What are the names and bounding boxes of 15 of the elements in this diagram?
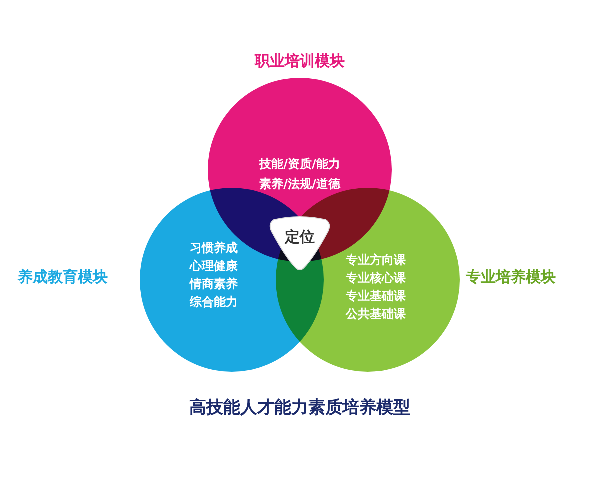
list-item: 技能/资质/能力 [258,156,342,173]
list-item: 专业核心课 [346,270,406,287]
list-item: 综合能力 [190,294,238,311]
list-item: 情商素养 [190,276,238,293]
module-title: 专业培养模块 [466,268,557,287]
centre-label: 定位 [284,228,316,247]
diagram-caption: 高技能人才能力素质培养模型 [188,397,412,419]
list-item: 心理健康 [190,258,238,275]
list-item: 习惯养成 [190,240,238,257]
list-item: 公共基础课 [346,306,406,323]
list-item: 素养/法规/道德 [258,176,342,193]
list-item: 专业基础课 [346,288,406,305]
module-title: 养成教育模块 [18,268,109,287]
module-title: 职业培训模块 [254,52,346,71]
list-item: 专业方向课 [346,252,406,269]
